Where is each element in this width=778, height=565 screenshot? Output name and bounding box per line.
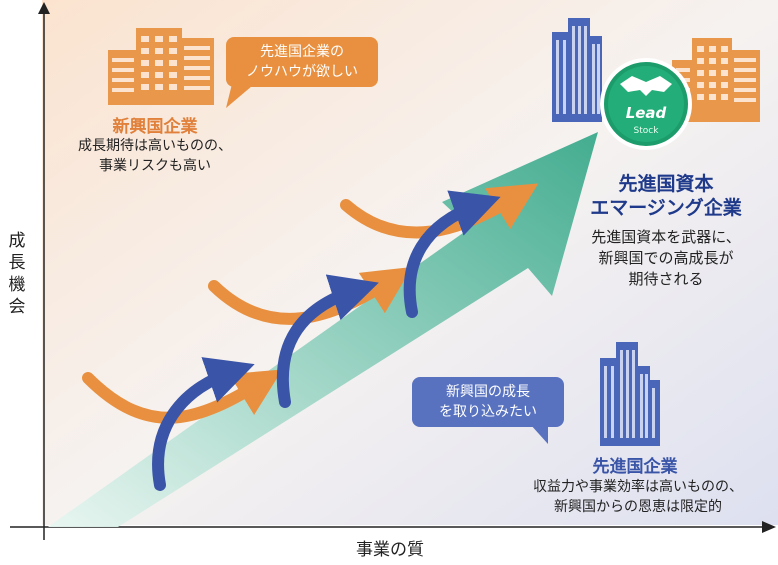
speech-bubble-developed [412,377,564,444]
emerging-desc-line-2: 事業リスクも高い [99,158,211,174]
handshake-icon [620,76,672,96]
bubble-emerging-line-1: 先進国企業の [260,44,344,60]
bubble-emerging-line-2: ノウハウが欲しい [246,64,358,80]
bubble-developed-line-1: 新興国の成長 [446,384,530,400]
lead-title-line-2: エマージング企業 [590,197,742,219]
developed-company-description: 収益力や事業効率は高いものの、 新興国からの恩恵は限定的 [498,477,778,517]
lead-stock-logo-text: Lead [625,104,667,122]
lead-stock-logo-subtext: Stock [633,126,659,136]
lead-stock-logo-icon [600,58,692,150]
developed-desc-line-2: 新興国からの恩恵は限定的 [554,499,722,515]
speech-bubble-emerging [226,37,378,108]
lead-stock-description: 先進国資本を武器に、 新興国での高成長が 期待される [566,227,766,290]
emerging-company-title: 新興国企業 [112,117,198,137]
emerging-company-building-icon [108,28,214,105]
x-axis-label: 事業の質 [356,540,424,560]
y-axis-label: 成長機会 [8,231,26,317]
developed-desc-line-1: 収益力や事業効率は高いものの、 [533,479,743,495]
growth-arrow [48,132,598,527]
developed-company-title: 先進国企業 [592,457,678,477]
emerging-desc-line-1: 成長期待は高いものの、 [78,138,232,154]
navy-curved-arrows [152,190,501,491]
bubble-developed-line-2: を取り込みたい [439,404,537,420]
lead-stock-building-blue-icon [552,18,602,122]
lead-desc-line-2: 新興国での高成長が [598,249,734,267]
y-axis [38,2,50,540]
lead-stock-title: 先進国資本 エマージング企業 [566,172,766,220]
emerging-company-description: 成長期待は高いものの、 事業リスクも高い [40,136,270,176]
developed-company-building-icon [600,342,660,446]
lead-title-line-1: 先進国資本 [618,173,714,195]
lead-desc-line-1: 先進国資本を武器に、 [591,228,741,246]
lead-desc-line-3: 期待される [628,270,704,288]
bubble-developed-text: 新興国の成長 を取り込みたい [414,382,562,422]
x-axis [10,521,776,533]
bubble-emerging-text: 先進国企業の ノウハウが欲しい [228,42,376,82]
